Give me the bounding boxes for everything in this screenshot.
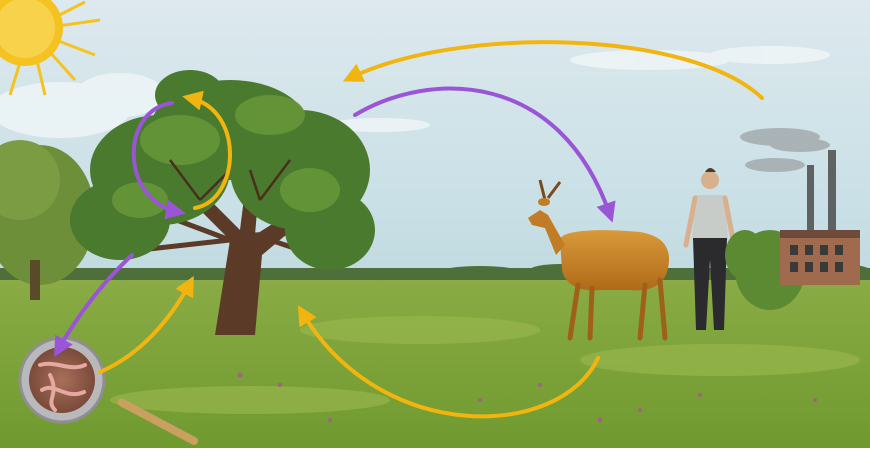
carbon-cycle-scene <box>0 0 870 448</box>
scene-svg <box>0 0 870 448</box>
